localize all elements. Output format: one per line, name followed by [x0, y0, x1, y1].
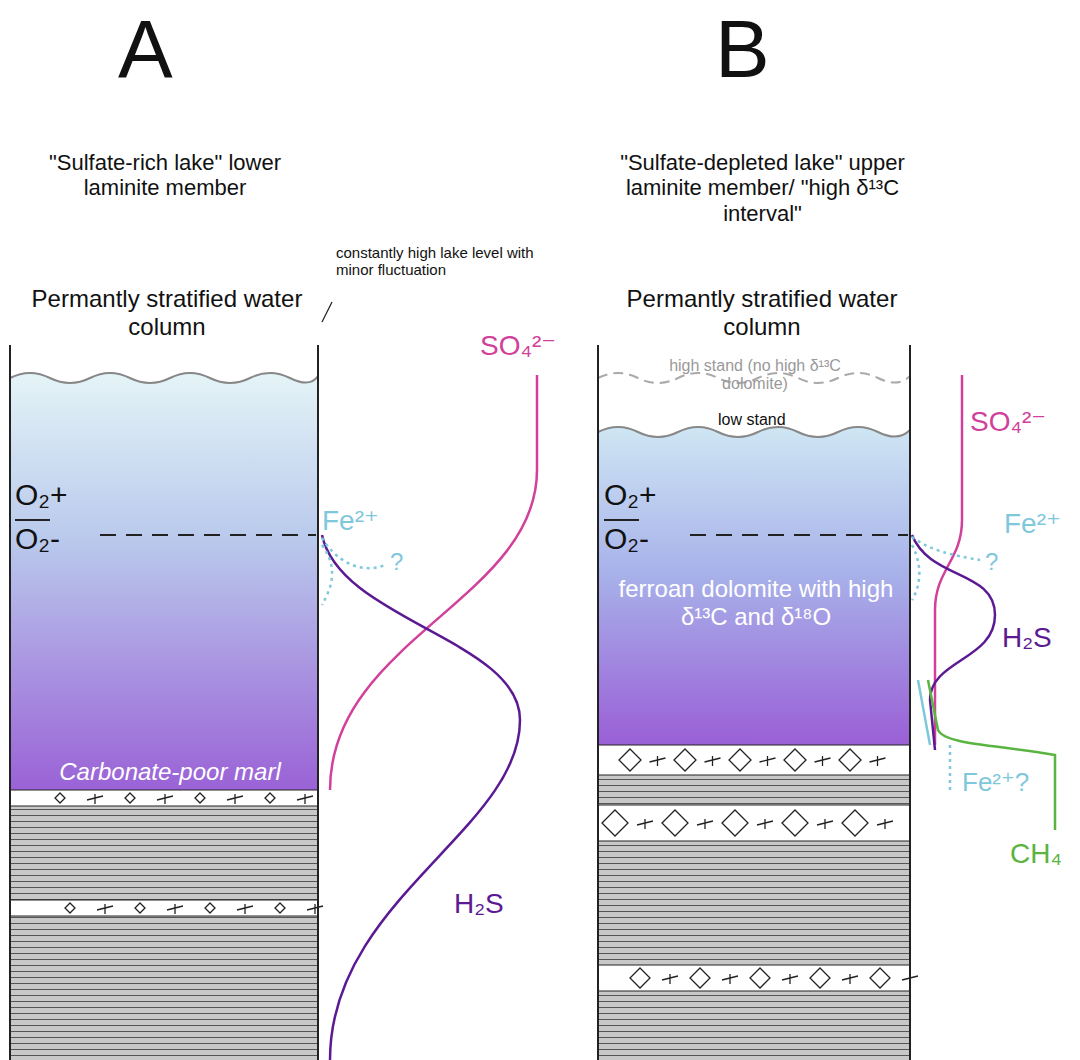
- lake-level-label: high stand (no high δ¹³C dolomite): [640, 357, 870, 394]
- query-mark: ?: [983, 548, 1000, 576]
- oxic-label: O₂+: [15, 478, 68, 513]
- facies-label: Carbonate-poor marl: [40, 758, 300, 786]
- species-label: SO₄²⁻: [968, 406, 1048, 438]
- species-label: CH₄: [1008, 838, 1064, 870]
- query-mark: ?: [388, 548, 405, 576]
- anoxic-label: O₂-: [15, 522, 60, 557]
- facies-label: ferroan dolomite with high δ¹³C and δ¹⁸O: [606, 575, 906, 630]
- panel-letter: A: [118, 2, 173, 96]
- species-label: H₂S: [1000, 622, 1054, 654]
- species-label: Fe²⁺: [1002, 508, 1063, 540]
- species-label: H₂S: [452, 888, 506, 920]
- column-title: Permantly stratified water column: [22, 285, 312, 340]
- species-label: SO₄²⁻: [478, 330, 558, 362]
- column-title: Permantly stratified water column: [612, 285, 912, 340]
- callout-note: constantly high lake level with minor fl…: [334, 244, 553, 279]
- panel-subtitle: "Sulfate-rich lake" lower laminite membe…: [20, 150, 310, 201]
- oxic-label: O₂+: [604, 478, 657, 513]
- species-label: Fe²⁺?: [960, 768, 1031, 798]
- panel-letter: B: [715, 2, 770, 96]
- anoxic-label: O₂-: [604, 522, 649, 557]
- panel-subtitle: "Sulfate-depleted lake" upper laminite m…: [590, 150, 935, 226]
- lake-level-label: low stand: [718, 411, 786, 429]
- species-label: Fe²⁺: [322, 505, 379, 537]
